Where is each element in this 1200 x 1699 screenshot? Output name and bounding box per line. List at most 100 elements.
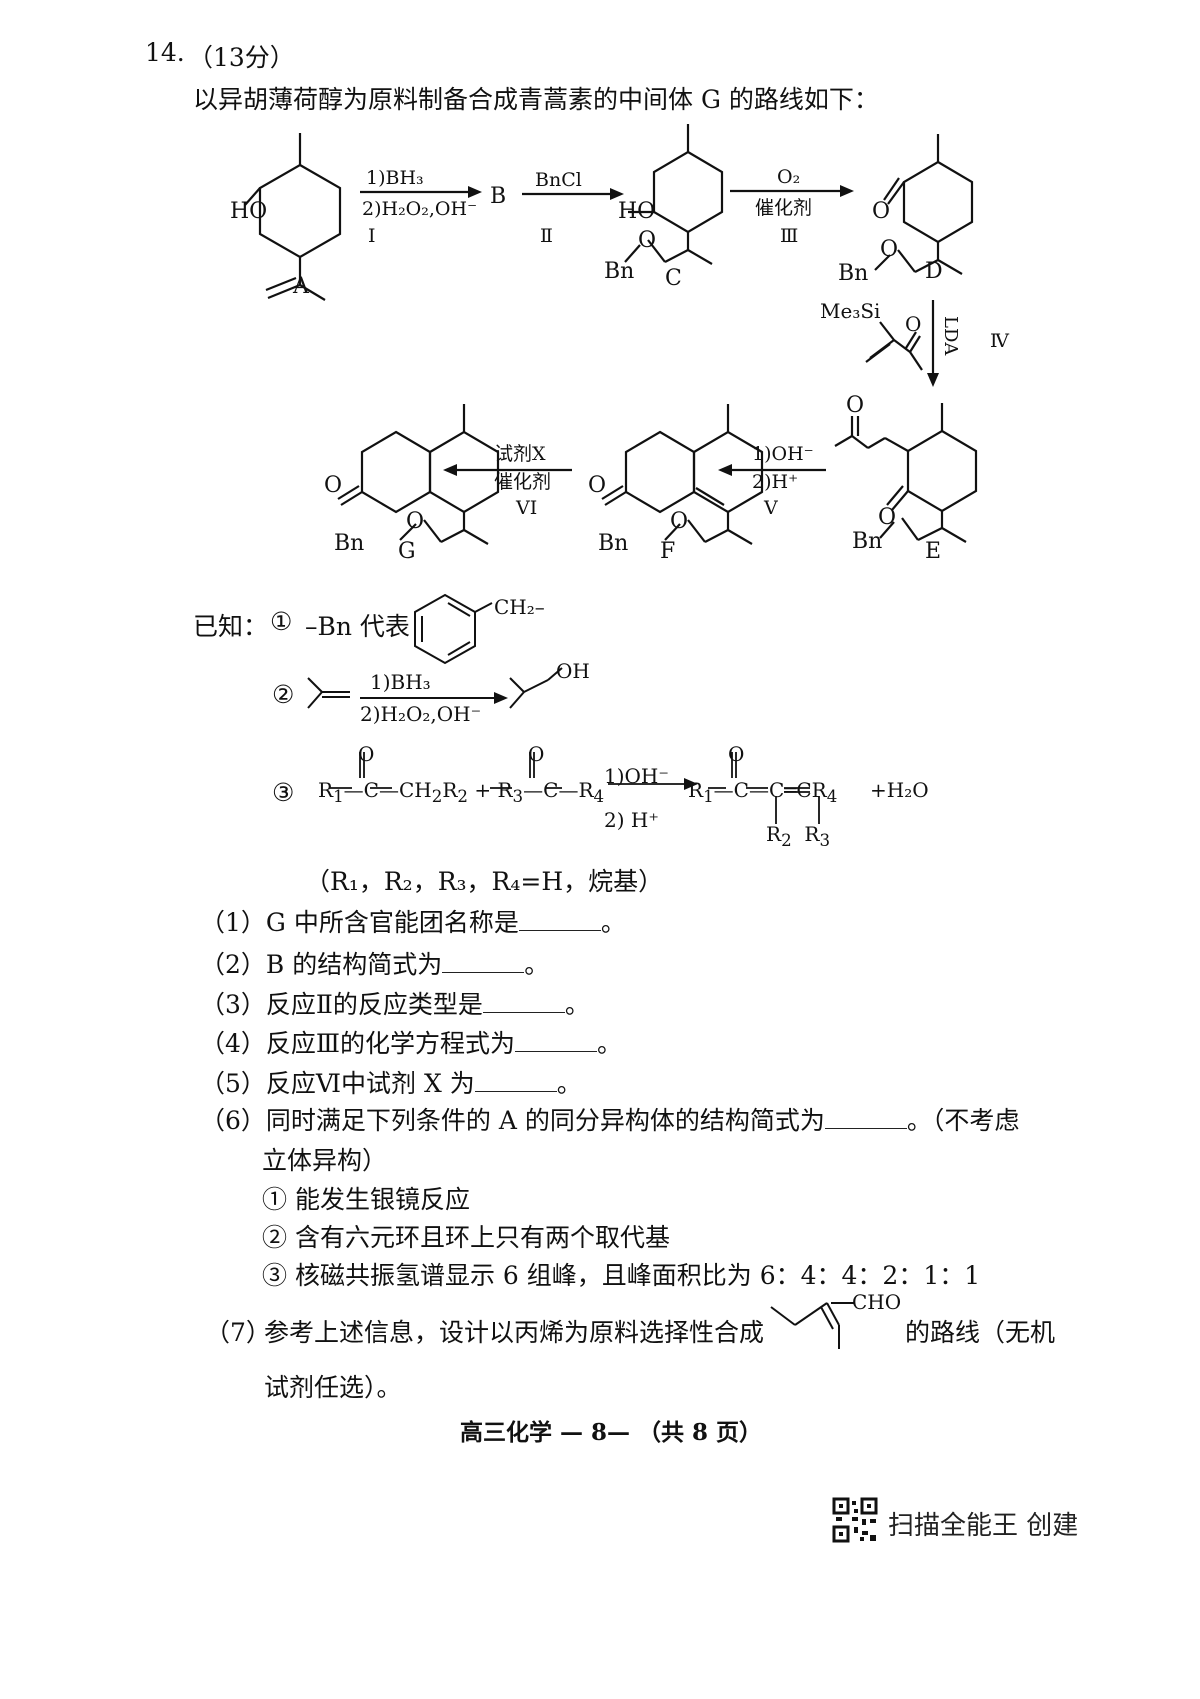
known-item2-product: OH: [556, 659, 590, 683]
known-item2-number: ②: [272, 680, 295, 709]
label-bn-c: Bn: [604, 259, 634, 284]
known-item3-reagent2: 2) H⁺: [604, 808, 659, 832]
question-7-end: 的路线（无机: [905, 1318, 1056, 1347]
label-o-f: O: [588, 473, 606, 498]
compound-c-label: C: [665, 266, 682, 291]
question-score: （13分）: [188, 43, 295, 72]
question-6-end: 。（不考虑: [906, 1106, 1020, 1135]
answer-blank-1[interactable]: [518, 908, 601, 931]
label-bn-f: Bn: [598, 531, 628, 556]
known-item3-number: ③: [272, 778, 295, 807]
compound-d-label: D: [925, 259, 943, 284]
known-item3-reactant1: R1—C—CH2R2 + R3—C—R4: [318, 778, 605, 806]
label-ho-c: HO: [618, 199, 655, 224]
answer-blank-3[interactable]: [482, 990, 565, 1013]
label-o2-f: O: [670, 509, 688, 534]
known-item3-product: R1—C—C═CR4: [688, 778, 838, 806]
scanner-watermark: 扫描全能王 创建: [888, 1511, 1079, 1541]
answer-blank-4[interactable]: [515, 1029, 598, 1052]
label-o-g: O: [324, 473, 342, 498]
known-item3-reagent1: 1)OH⁻: [604, 764, 669, 788]
reagent-iii-number: Ⅲ: [780, 225, 798, 247]
question-4-end: 。: [597, 1029, 623, 1058]
compound-e-label: E: [925, 539, 941, 564]
label-bn-g: Bn: [334, 531, 364, 556]
question-6-condition-2: ② 含有六元环且环上只有两个取代基: [262, 1223, 670, 1252]
reagent-v-line2: 2)H⁺: [752, 471, 798, 493]
known-item1-group: CH₂–: [494, 595, 545, 619]
question-6-continuation: 立体异构）: [262, 1146, 388, 1175]
label-o-c: O: [638, 228, 656, 253]
reagent-v-line1: 1)OH⁻: [752, 443, 814, 465]
question-6: （6）同时满足下列条件的 A 的同分异构体的结构简式为 。（不考虑: [200, 1101, 1019, 1137]
known-label: 已知：: [193, 612, 269, 641]
question-intro: 以异胡薄荷醇为原料制备合成青蒿素的中间体 G 的路线如下：: [193, 85, 879, 114]
compound-a-label: A: [292, 274, 310, 299]
structure-f: [601, 404, 764, 545]
answer-blank-6[interactable]: [824, 1106, 907, 1129]
known-item3-water: +H₂O: [870, 778, 929, 802]
structure-g: [337, 404, 500, 545]
question-5-text: 反应Ⅵ中试剂 X 为: [265, 1069, 475, 1098]
reagent-vi-number: VI: [515, 497, 537, 519]
synthesis-scheme: HO HO O Bn O O Bn O O O Bn O O Bn O O Bn…: [230, 124, 1010, 564]
label-o2-d: O: [880, 237, 898, 262]
structure-reagent-iv: [865, 321, 923, 371]
question-5: （5）反应Ⅵ中试剂 X 为。: [200, 1064, 582, 1100]
reagent-vi-line1: 试剂X: [494, 443, 546, 465]
question-5-number: （5）: [200, 1069, 266, 1098]
question-4-text: 反应Ⅲ的化学方程式为: [265, 1029, 516, 1058]
question-2-number: （2）: [200, 950, 266, 979]
question-1-end: 。: [600, 908, 626, 937]
question-4-number: （4）: [200, 1029, 266, 1058]
question-7-continuation: 试剂任选）。: [264, 1373, 402, 1402]
reagent-i-number: I: [368, 225, 376, 247]
known-item2-reagent1: 1)BH₃: [370, 670, 431, 694]
known-item3-scheme: [330, 752, 820, 824]
label-ho-a: HO: [230, 199, 267, 224]
answer-blank-5[interactable]: [474, 1069, 557, 1092]
question-6-number: （6）: [200, 1106, 266, 1135]
question-7-text: 参考上述信息，设计以丙烯为原料选择性合成: [264, 1318, 765, 1347]
label-bn-e: Bn: [852, 529, 882, 554]
question-2-end: 。: [524, 950, 550, 979]
label-me3si: Me₃Si: [820, 299, 880, 323]
question-1: （1）G 中所含官能团名称是。: [200, 903, 626, 939]
answer-blank-2[interactable]: [442, 950, 525, 973]
reagent-iv-base: LDA: [940, 316, 961, 356]
reagent-i-line2: 2)H₂O₂,OH⁻: [362, 198, 477, 220]
reagent-v-number: V: [763, 497, 778, 519]
reagent-iii-line2: 催化剂: [755, 197, 812, 219]
question-1-number: （1）: [200, 908, 266, 937]
known-item2-scheme: [307, 667, 563, 709]
compound-f-label: F: [660, 539, 675, 564]
question-3: （3）反应Ⅱ的反应类型是。: [200, 985, 590, 1021]
qr-code-icon: [832, 1497, 878, 1543]
benzyl-structure: [414, 593, 493, 665]
label-o-reagent-iv: O: [905, 312, 921, 336]
label-o2-g: O: [406, 509, 424, 534]
question-4: （4）反应Ⅲ的化学方程式为 。: [200, 1024, 622, 1060]
question-7-target-cho: CHO: [852, 1290, 902, 1314]
known-item3-r2: R2 R3: [766, 822, 831, 850]
page-footer: 高三化学 — 8— （共 8 页）: [460, 1419, 763, 1446]
known-item1-text: –Bn 代表: [305, 612, 410, 641]
question-3-end: 。: [564, 990, 590, 1019]
compound-g-label: G: [398, 539, 416, 564]
known-item2-reagent2: 2)H₂O₂,OH⁻: [360, 702, 482, 726]
label-bn-d: Bn: [838, 261, 868, 286]
question-3-text: 反应Ⅱ的反应类型是: [265, 990, 483, 1019]
q7-target-structure: [770, 1302, 855, 1349]
known-item1-number: ①: [270, 607, 293, 636]
label-o-d: O: [872, 199, 890, 224]
known-item3-o1: O: [358, 742, 375, 766]
known-note: （R₁，R₂，R₃，R₄=H，烷基）: [305, 867, 664, 896]
label-o-e2: O: [878, 505, 896, 530]
question-6-text: 同时满足下列条件的 A 的同分异构体的结构简式为: [265, 1106, 825, 1135]
question-6-condition-3: ③ 核磁共振氢谱显示 6 组峰，且峰面积比为 6：4：4：2：1：1: [262, 1261, 981, 1290]
structure-c: [624, 124, 724, 265]
reagent-ii-line1: BnCl: [535, 169, 582, 191]
structure-e: [834, 403, 978, 543]
question-2: （2）B 的结构简式为。: [200, 945, 549, 981]
reagent-iv-number: Ⅳ: [990, 330, 1010, 352]
